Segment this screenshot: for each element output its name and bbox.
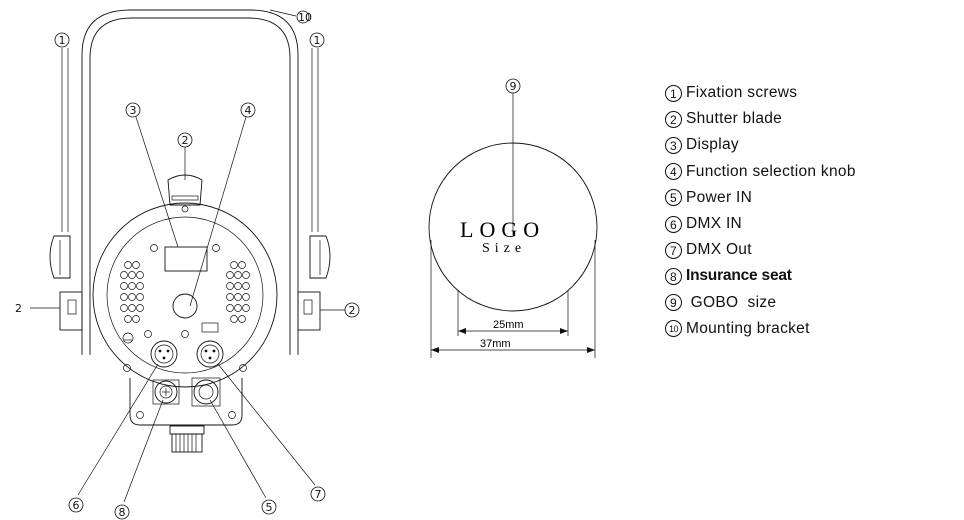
legend-item: 5 Power IN bbox=[665, 185, 960, 211]
gobo-size-text: Size bbox=[482, 241, 526, 256]
legend-num: 2 bbox=[665, 110, 682, 128]
vent-holes-right bbox=[226, 261, 250, 323]
callout-dmx-in-num: 6 bbox=[73, 499, 80, 512]
callout-dmx-out bbox=[310, 486, 326, 502]
legend-item: 4 Function selection knob bbox=[665, 159, 960, 185]
legend-item: 9 GOBO size bbox=[665, 290, 960, 316]
callout-power bbox=[261, 499, 277, 515]
legend-num: 10 bbox=[665, 320, 682, 338]
fixture-body bbox=[92, 202, 278, 388]
callout-display bbox=[125, 102, 141, 118]
legend-num: 5 bbox=[665, 189, 682, 207]
callout-bracket bbox=[296, 10, 310, 24]
callout-gobo-num: 9 bbox=[510, 80, 517, 93]
legend-label: GOBO size bbox=[686, 293, 777, 311]
legend-num: 6 bbox=[665, 215, 682, 233]
function-knob bbox=[172, 293, 198, 319]
vent-holes-left bbox=[120, 261, 144, 323]
callout-dmx-out-num: 7 bbox=[315, 488, 322, 501]
callout-dmx-in bbox=[68, 497, 84, 513]
legend-label: DMX IN bbox=[686, 215, 743, 233]
dmx-in-connector bbox=[150, 340, 178, 368]
right-side-block bbox=[297, 291, 321, 331]
callout-fixation-left-num: 1 bbox=[59, 34, 66, 47]
power-in-connector bbox=[193, 379, 219, 405]
legend-item: 1 Fixation screws bbox=[665, 80, 960, 106]
callout-side-right bbox=[344, 302, 360, 318]
callout-knob bbox=[240, 102, 256, 118]
legend-label: Power IN bbox=[686, 188, 753, 206]
legend-label: Display bbox=[686, 136, 739, 154]
callout-bracket-num: 10 bbox=[298, 11, 312, 24]
fixture-body-inner bbox=[106, 216, 264, 374]
callout-knob-num: 4 bbox=[245, 104, 252, 117]
callout-power-num: 5 bbox=[266, 501, 273, 514]
left-knob bbox=[49, 235, 71, 279]
callout-insurance-num: 8 bbox=[119, 506, 126, 519]
legend-item: 6 DMX IN bbox=[665, 211, 960, 237]
cable-gland bbox=[169, 425, 205, 435]
ground-icon bbox=[122, 332, 134, 344]
legend-label: Fixation screws bbox=[686, 84, 798, 102]
callout-display-num: 3 bbox=[130, 104, 137, 117]
shutter-blade bbox=[167, 174, 203, 206]
legend-num: 9 bbox=[665, 294, 682, 312]
gobo-disc bbox=[428, 142, 598, 312]
mounting-bracket-inner bbox=[89, 17, 291, 355]
legend-label: Function selection knob bbox=[686, 162, 856, 180]
legend-item: 3 Display bbox=[665, 132, 960, 158]
legend-label: Mounting bracket bbox=[686, 319, 810, 337]
side-label-left: 2 bbox=[15, 302, 22, 315]
left-side-block bbox=[59, 291, 83, 331]
legend-item: 10 Mounting bracket bbox=[665, 316, 960, 342]
callout-insurance bbox=[114, 504, 130, 520]
callout-fixation-left bbox=[54, 32, 70, 48]
legend-label: Insurance seat bbox=[686, 267, 792, 285]
legend-num: 7 bbox=[665, 241, 682, 259]
legend-label: Shutter blade bbox=[686, 110, 783, 128]
legend: 1 Fixation screws 2 Shutter blade 3 Disp… bbox=[665, 80, 960, 342]
callout-shutter-num: 2 bbox=[182, 134, 189, 147]
gobo-outer-dim: 37mm bbox=[480, 338, 511, 350]
right-knob bbox=[309, 235, 331, 279]
callout-fixation-right bbox=[309, 32, 325, 48]
legend-num: 3 bbox=[665, 136, 682, 154]
lower-housing bbox=[129, 378, 243, 426]
dmx-out-connector bbox=[196, 340, 224, 368]
legend-label: DMX Out bbox=[686, 241, 752, 259]
legend-item: 8 Insurance seat bbox=[665, 263, 960, 289]
legend-item: 2 Shutter blade bbox=[665, 106, 960, 132]
legend-num: 8 bbox=[665, 267, 682, 285]
callout-side-right-num: 2 bbox=[349, 304, 356, 317]
display-panel bbox=[164, 246, 208, 272]
legend-num: 4 bbox=[665, 163, 682, 181]
callout-fixation-right-num: 1 bbox=[314, 34, 321, 47]
gobo-inner-dim: 25mm bbox=[493, 319, 524, 331]
legend-num: 1 bbox=[665, 84, 682, 102]
gobo-logo-text: LOGO bbox=[460, 217, 545, 242]
legend-item: 7 DMX Out bbox=[665, 237, 960, 263]
mounting-bracket bbox=[81, 9, 299, 355]
insurance-seat bbox=[154, 380, 178, 404]
